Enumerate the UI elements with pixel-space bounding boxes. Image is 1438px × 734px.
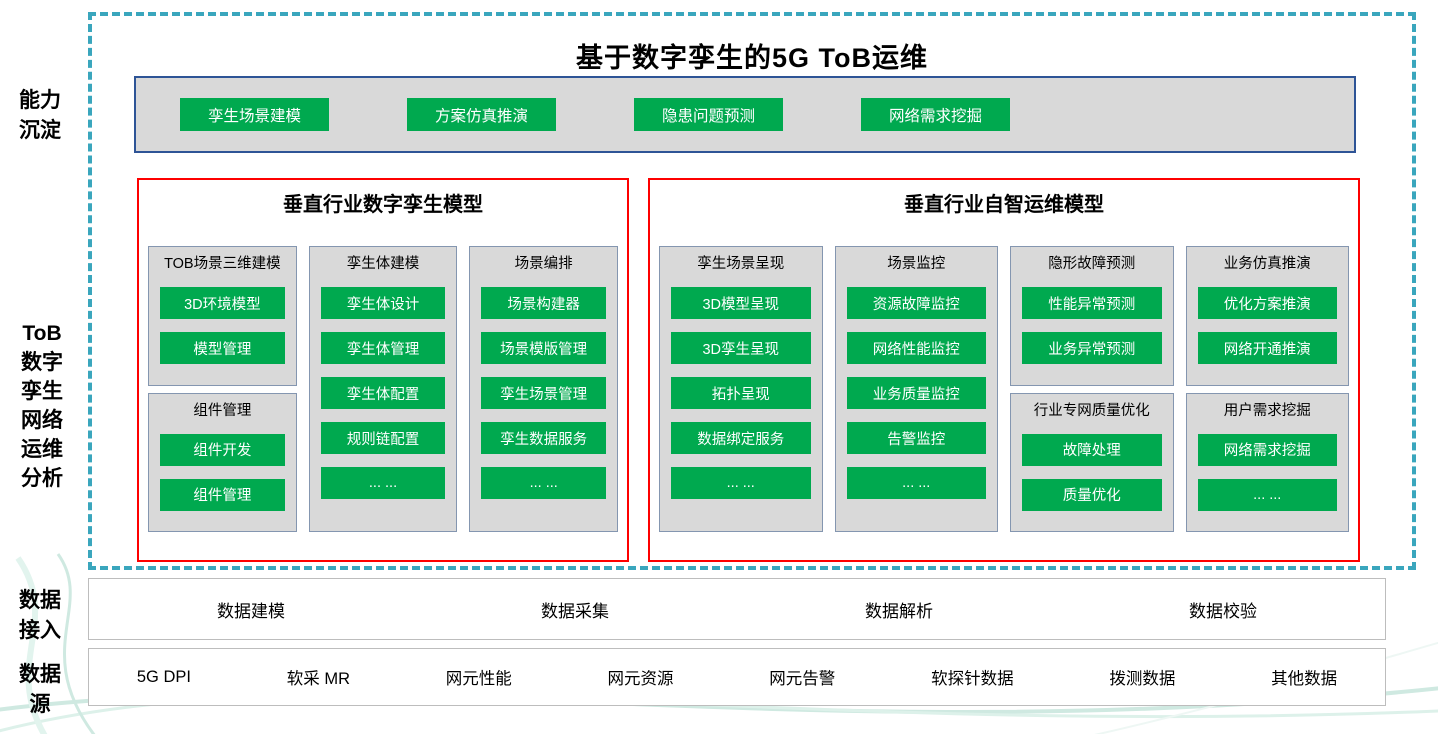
module-item: 孪生体管理 bbox=[320, 332, 446, 364]
module-item: 性能异常预测 bbox=[1022, 287, 1162, 319]
data-source-item: 拨测数据 bbox=[1109, 670, 1176, 688]
column: 场景编排 场景构建器 场景模版管理 孪生场景管理 孪生数据服务 ... ... bbox=[469, 246, 619, 532]
diagram-title: 基于数字孪生的5G ToB运维 bbox=[576, 43, 928, 73]
data-source-item: 其他数据 bbox=[1271, 670, 1338, 688]
module-item: 拓扑呈现 bbox=[671, 377, 811, 409]
capability-bar: 孪生场景建模 方案仿真推演 隐患问题预测 网络需求挖掘 bbox=[134, 76, 1356, 153]
module-item: 告警监控 bbox=[846, 422, 986, 454]
module-item: 组件管理 bbox=[160, 478, 285, 511]
data-source-bar: 5G DPI 软采 MR 网元性能 网元资源 网元告警 软探针数据 拨测数据 其… bbox=[88, 648, 1386, 706]
module-item: 孪生场景管理 bbox=[481, 377, 607, 409]
column: 业务仿真推演 优化方案推演 网络开通推演 用户需求挖掘 网络需求挖掘 ... .… bbox=[1185, 246, 1349, 532]
side-label-capability: 能力 沉淀 bbox=[19, 89, 61, 142]
module-group-title: 孪生场景呈现 bbox=[697, 256, 785, 272]
column: 孪生体建模 孪生体设计 孪生体管理 孪生体配置 规则链配置 ... ... bbox=[308, 246, 458, 532]
module-item: 网络开通推演 bbox=[1197, 332, 1337, 364]
panel-autonomous-om-model: 垂直行业自智运维模型 孪生场景呈现 3D模型呈现 3D孪生呈现 拓扑呈现 数据绑… bbox=[648, 178, 1360, 562]
module-group-title: 组件管理 bbox=[193, 402, 252, 419]
module-group: TOB场景三维建模 3D环境模型 模型管理 bbox=[148, 246, 297, 386]
module-group: 行业专网质量优化 故障处理 质量优化 bbox=[1010, 392, 1174, 532]
data-access-item: 数据建模 bbox=[217, 601, 285, 621]
module-group-title: 场景编排 bbox=[514, 256, 573, 272]
module-group: 孪生场景呈现 3D模型呈现 3D孪生呈现 拓扑呈现 数据绑定服务 ... ... bbox=[659, 246, 823, 532]
module-group: 场景监控 资源故障监控 网络性能监控 业务质量监控 告警监控 ... ... bbox=[834, 246, 998, 532]
module-group: 组件管理 组件开发 组件管理 bbox=[148, 392, 297, 532]
module-group: 隐形故障预测 性能异常预测 业务异常预测 bbox=[1010, 246, 1174, 386]
module-group: 孪生体建模 孪生体设计 孪生体管理 孪生体配置 规则链配置 ... ... bbox=[308, 246, 458, 532]
module-item: 资源故障监控 bbox=[846, 287, 986, 319]
module-item: 业务质量监控 bbox=[846, 377, 986, 409]
module-item: 孪生数据服务 bbox=[481, 422, 607, 454]
side-label-tob-analysis: ToB 数字 孪生 网络 运维 分析 bbox=[21, 322, 63, 490]
module-group: 用户需求挖掘 网络需求挖掘 ... ... bbox=[1185, 392, 1349, 532]
data-source-item: 软采 MR bbox=[286, 670, 350, 688]
module-item: 故障处理 bbox=[1022, 433, 1162, 466]
module-item: ... ... bbox=[481, 467, 607, 499]
column: 隐形故障预测 性能异常预测 业务异常预测 行业专网质量优化 故障处理 质量优化 bbox=[1010, 246, 1174, 532]
module-item: 网络性能监控 bbox=[846, 332, 986, 364]
data-access-item: 数据校验 bbox=[1189, 601, 1257, 621]
module-group-title: 行业专网质量优化 bbox=[1033, 402, 1150, 419]
column: 孪生场景呈现 3D模型呈现 3D孪生呈现 拓扑呈现 数据绑定服务 ... ... bbox=[659, 246, 823, 532]
panel-title: 垂直行业自智运维模型 bbox=[904, 194, 1104, 216]
data-source-item: 5G DPI bbox=[136, 667, 191, 686]
panel-columns: TOB场景三维建模 3D环境模型 模型管理 组件管理 组件开发 组件管理 孪生体… bbox=[139, 246, 627, 532]
capability-item: 方案仿真推演 bbox=[407, 98, 557, 131]
data-source-item: 网元性能 bbox=[445, 670, 512, 688]
module-group-title: 业务仿真推演 bbox=[1223, 256, 1311, 272]
data-source-item: 网元告警 bbox=[769, 670, 836, 688]
module-item: 场景构建器 bbox=[481, 287, 607, 319]
panel-title: 垂直行业数字孪生模型 bbox=[283, 194, 483, 216]
capability-item: 网络需求挖掘 bbox=[861, 98, 1011, 131]
module-item: 业务异常预测 bbox=[1022, 332, 1162, 364]
module-item: 3D孪生呈现 bbox=[671, 332, 811, 364]
module-item: 模型管理 bbox=[160, 332, 285, 364]
module-item: 组件开发 bbox=[160, 433, 285, 466]
module-item: 3D环境模型 bbox=[160, 287, 285, 319]
module-group-title: TOB场景三维建模 bbox=[164, 256, 281, 272]
capability-item: 孪生场景建模 bbox=[180, 98, 330, 131]
data-access-item: 数据解析 bbox=[865, 601, 933, 621]
module-item: ... ... bbox=[320, 467, 446, 499]
column: 场景监控 资源故障监控 网络性能监控 业务质量监控 告警监控 ... ... bbox=[834, 246, 998, 532]
module-item: 孪生体配置 bbox=[320, 377, 446, 409]
module-item: 数据绑定服务 bbox=[671, 422, 811, 454]
module-group: 场景编排 场景构建器 场景模版管理 孪生场景管理 孪生数据服务 ... ... bbox=[469, 246, 619, 532]
module-item: 规则链配置 bbox=[320, 422, 446, 454]
main-dashed-frame: 基于数字孪生的5G ToB运维 孪生场景建模 方案仿真推演 隐患问题预测 网络需… bbox=[88, 12, 1416, 570]
side-label-data-source: 数据 源 bbox=[19, 663, 61, 716]
module-item: 场景模版管理 bbox=[481, 332, 607, 364]
panel-columns: 孪生场景呈现 3D模型呈现 3D孪生呈现 拓扑呈现 数据绑定服务 ... ...… bbox=[650, 246, 1358, 532]
column: TOB场景三维建模 3D环境模型 模型管理 组件管理 组件开发 组件管理 bbox=[148, 246, 297, 532]
module-item: ... ... bbox=[671, 467, 811, 499]
module-group-title: 场景监控 bbox=[887, 256, 946, 272]
module-item: 网络需求挖掘 bbox=[1197, 433, 1337, 466]
data-access-bar: 数据建模 数据采集 数据解析 数据校验 bbox=[88, 578, 1386, 640]
module-item: 质量优化 bbox=[1022, 478, 1162, 511]
module-item: ... ... bbox=[1197, 478, 1337, 511]
side-label-data-access: 数据 接入 bbox=[19, 589, 61, 642]
module-item: 优化方案推演 bbox=[1197, 287, 1337, 319]
panel-digital-twin-model: 垂直行业数字孪生模型 TOB场景三维建模 3D环境模型 模型管理 组件管理 组件… bbox=[137, 178, 629, 562]
data-source-item: 网元资源 bbox=[607, 670, 674, 688]
module-group-title: 隐形故障预测 bbox=[1048, 256, 1136, 272]
data-access-item: 数据采集 bbox=[541, 601, 609, 621]
data-source-item: 软探针数据 bbox=[931, 670, 1014, 688]
module-item: 孪生体设计 bbox=[320, 287, 446, 319]
module-group-title: 用户需求挖掘 bbox=[1223, 402, 1311, 419]
module-group-title: 孪生体建模 bbox=[346, 256, 420, 272]
module-item: ... ... bbox=[846, 467, 986, 499]
module-item: 3D模型呈现 bbox=[671, 287, 811, 319]
module-group: 业务仿真推演 优化方案推演 网络开通推演 bbox=[1185, 246, 1349, 386]
capability-item: 隐患问题预测 bbox=[634, 98, 784, 131]
